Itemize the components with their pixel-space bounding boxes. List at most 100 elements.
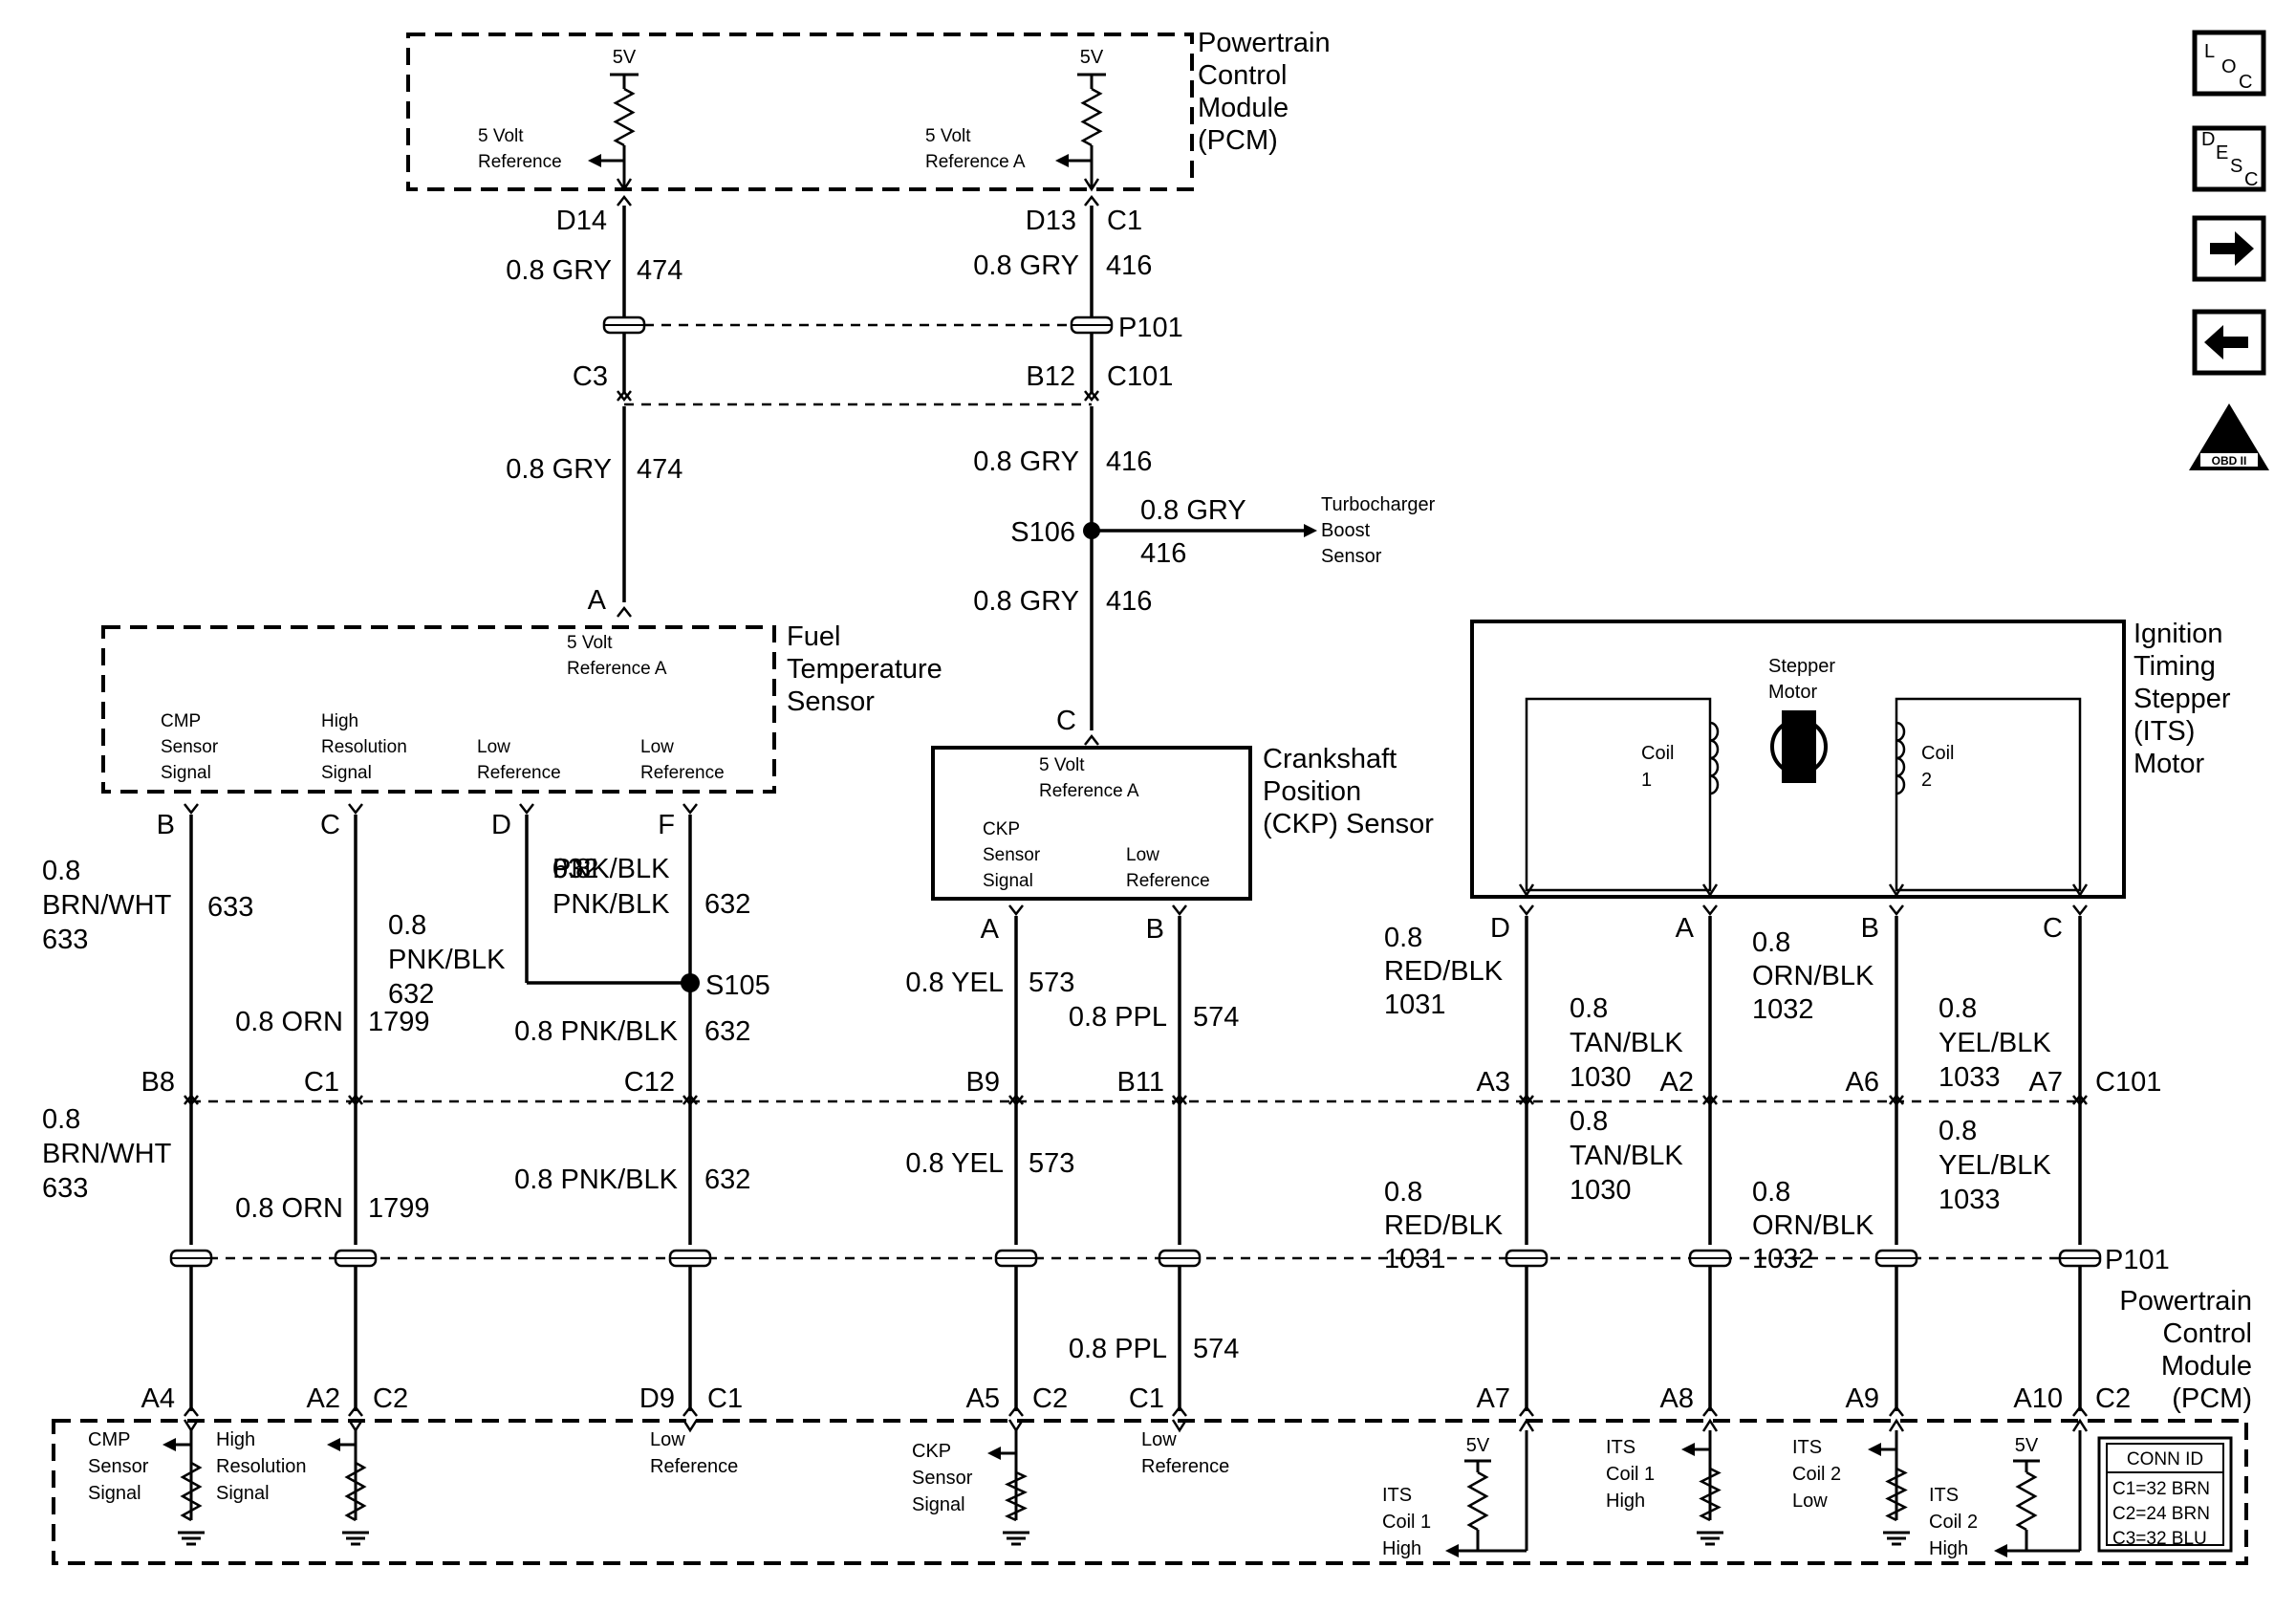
module-label: Control — [1198, 60, 1288, 91]
pin-label: D — [491, 810, 511, 840]
connector-pin — [617, 605, 632, 618]
arrow-head — [1994, 1544, 2007, 1557]
pin-label: A5 — [966, 1383, 1000, 1414]
connector-pin — [1172, 1095, 1187, 1107]
module-label: (CKP) Sensor — [1263, 809, 1434, 839]
wire-label: 0.8 — [388, 910, 426, 941]
circuit-number: 1799 — [368, 1193, 430, 1224]
pin-label: B — [157, 810, 175, 840]
resistor — [180, 1461, 203, 1522]
previous-arrow-icon[interactable] — [2204, 325, 2248, 359]
desc-button[interactable] — [2192, 125, 2266, 192]
pin-function-label: 5 Volt — [478, 126, 524, 146]
coil-winding — [1895, 721, 1906, 795]
module-label: Fuel — [787, 621, 840, 652]
desc-letter: C — [2244, 169, 2258, 190]
resistor — [344, 1461, 367, 1522]
wire-color-label: 0.8 GRY — [506, 454, 612, 485]
loc-button-frame — [2192, 30, 2266, 97]
pin-function-label: High — [1382, 1538, 1421, 1559]
resistor — [1005, 1470, 1028, 1522]
connector-pin — [2072, 1404, 2088, 1417]
pin-label: C1 — [707, 1383, 743, 1414]
pin-label: A — [588, 585, 607, 616]
wire-label: 0.8 — [1939, 993, 1977, 1024]
circuit-number: 573 — [1029, 968, 1074, 998]
pin-function-label: Reference — [477, 763, 561, 783]
ckp-sensor-box — [931, 746, 1252, 901]
pin-function-label: Signal — [983, 871, 1033, 891]
resistor — [1699, 1467, 1722, 1522]
arrow-head — [987, 1447, 1001, 1460]
pin-function-label: ITS — [1606, 1437, 1635, 1458]
coil-label: Coil — [1641, 743, 1674, 764]
module-label: Crankshaft — [1263, 744, 1397, 774]
connector-label: P101 — [1118, 313, 1183, 343]
pin-label: C1 — [1107, 206, 1142, 236]
connector-arrow — [1888, 883, 1905, 898]
s106-splice — [1083, 522, 1100, 539]
pin-label: C3 — [573, 361, 608, 392]
pin-function-label: Reference A — [1039, 781, 1139, 801]
coil-label: 2 — [1921, 770, 1932, 791]
wire-label: 1033 — [1939, 1062, 2001, 1093]
connector-arrow — [1701, 883, 1719, 898]
pin-label: F — [658, 810, 675, 840]
voltage-label: 5V — [2015, 1435, 2039, 1456]
wire-color-label: 0.8 GRY — [973, 586, 1079, 617]
wire-label: 633 — [42, 1173, 88, 1204]
pin-label: A4 — [141, 1383, 175, 1414]
connector-pin — [1702, 1404, 1718, 1417]
pin-function-label: Reference — [1141, 1456, 1229, 1477]
connector-label: P101 — [2105, 1245, 2170, 1275]
circuit-number: 574 — [1193, 1002, 1239, 1033]
loc-button[interactable] — [2192, 30, 2266, 97]
next-arrow-icon[interactable] — [2210, 231, 2254, 266]
connector-pin — [1889, 1095, 1904, 1107]
wire-label: BRN/WHT — [42, 1139, 172, 1169]
pin-function-label: Signal — [161, 763, 211, 783]
coil-label: 1 — [1641, 770, 1652, 791]
pin-label: D9 — [639, 1383, 675, 1414]
circuit-number: 1799 — [368, 1007, 430, 1037]
arrow-head — [1868, 1443, 1881, 1456]
pin-function-label: 5 Volt — [567, 633, 613, 653]
wire-label: 0.8 — [42, 1104, 80, 1135]
coil-label: Coil — [1921, 743, 1954, 764]
pin-label: A6 — [1846, 1067, 1879, 1098]
pin-function-label: CMP — [161, 711, 201, 731]
pin-function-label: Signal — [912, 1494, 965, 1515]
connector-pin — [1702, 904, 1718, 917]
pin-label: B12 — [1026, 361, 1075, 392]
connector-pin — [2072, 904, 2088, 917]
coil-winding — [1709, 721, 1720, 795]
arrow-head — [162, 1438, 176, 1451]
module-label: Position — [1263, 776, 1361, 807]
wire-label: 0.8 — [1570, 993, 1608, 1024]
connector-pin — [617, 194, 632, 207]
motor-m-label: M — [1787, 732, 1811, 764]
pin-label: B8 — [141, 1067, 175, 1098]
pin-function-label: High — [216, 1429, 255, 1450]
wire-color-label: PNK/BLK — [552, 889, 670, 920]
connector-pin — [1172, 904, 1187, 917]
pin-label: C1 — [1129, 1383, 1164, 1414]
pin-label: B11 — [1117, 1067, 1164, 1098]
pin-label: D14 — [556, 206, 607, 236]
module-label: Temperature — [787, 654, 942, 685]
pin-label: D13 — [1026, 206, 1076, 236]
connector-pin — [1008, 1095, 1024, 1107]
pin-function-label: Reference A — [567, 659, 667, 679]
wire-label: 633 — [42, 925, 88, 955]
arrow-head — [1055, 154, 1069, 167]
wire-color-label: 0.8 ORN — [235, 1007, 343, 1037]
wire-label: RED/BLK — [1384, 956, 1504, 987]
pin-function-label: Low — [1126, 845, 1159, 865]
pin-function-label: Low — [650, 1429, 685, 1450]
connector-arrow — [616, 178, 633, 192]
pin-function-label: Coil 1 — [1606, 1464, 1655, 1485]
desc-letter: D — [2201, 129, 2215, 150]
wire-label: 632 — [552, 854, 598, 884]
pin-function-label: Sensor — [161, 737, 219, 757]
wire-label: 1030 — [1570, 1062, 1632, 1093]
